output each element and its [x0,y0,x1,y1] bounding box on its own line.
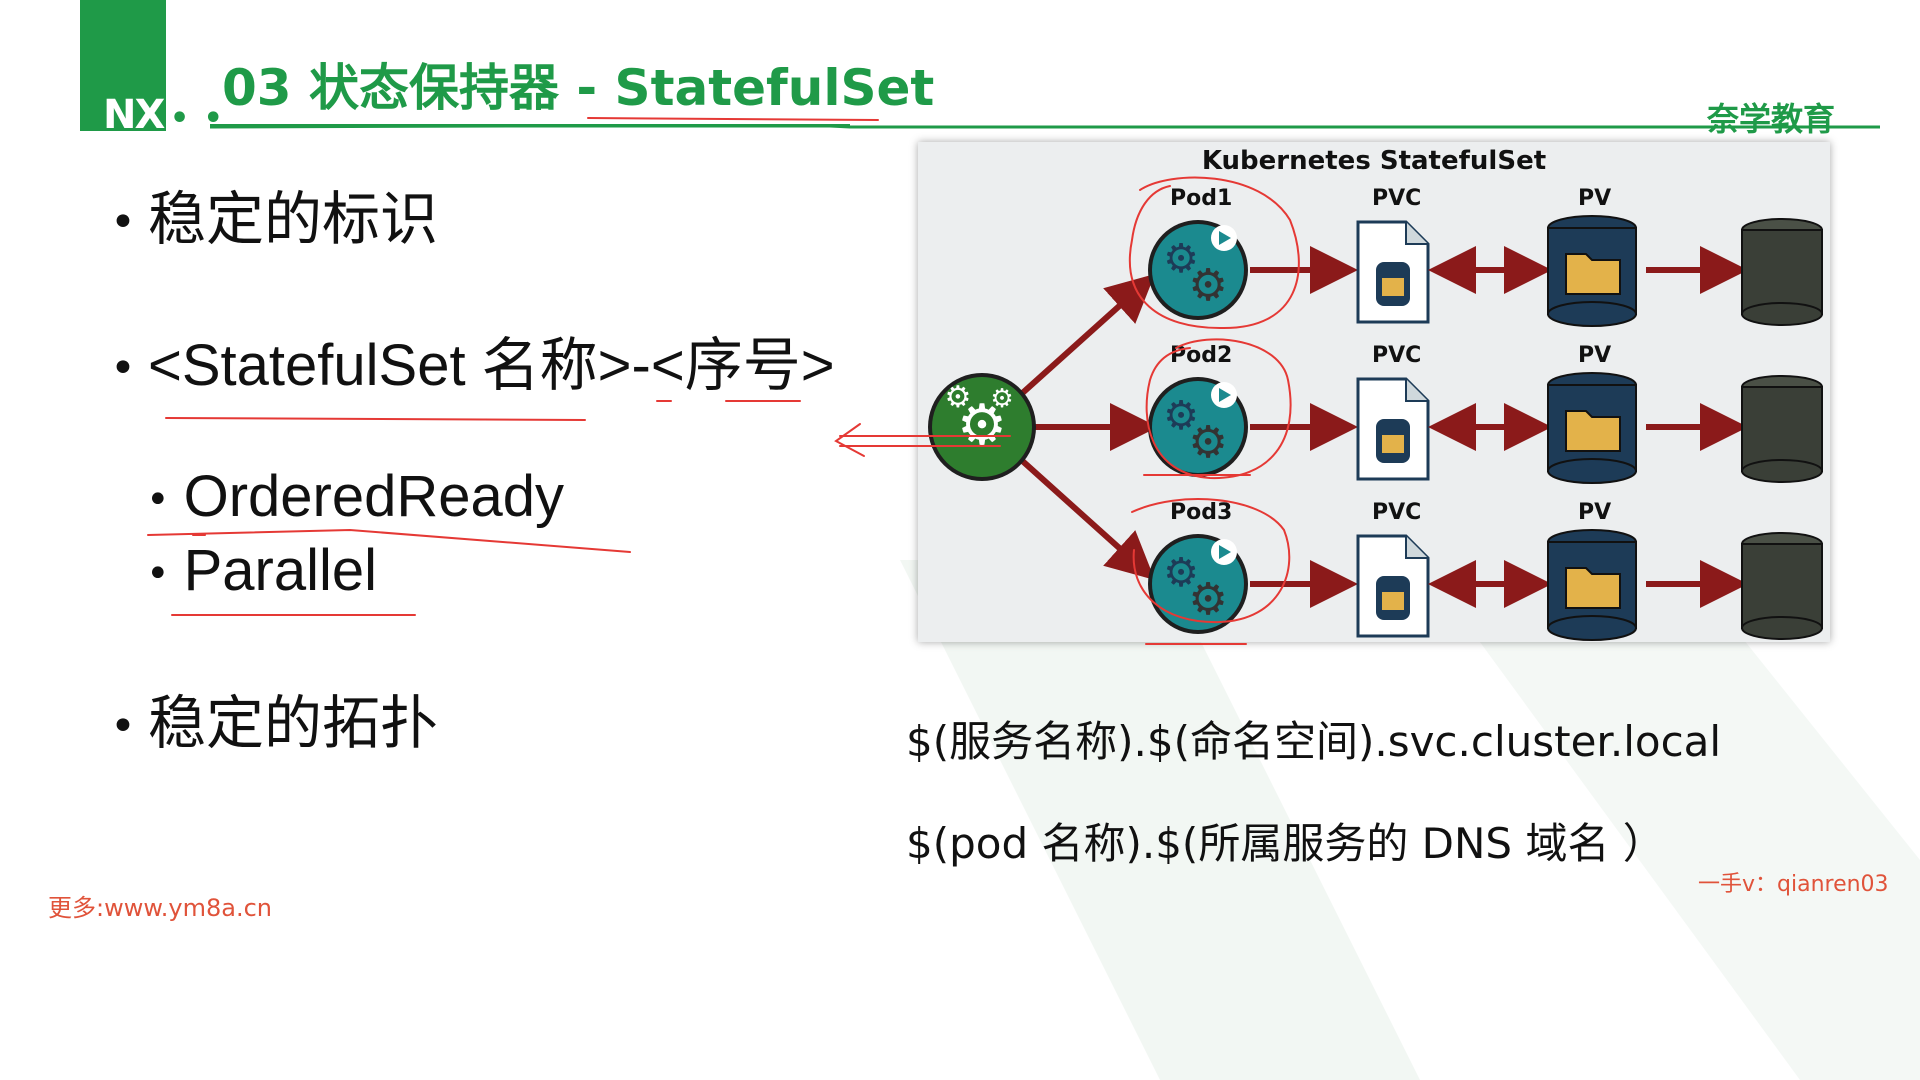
brand-name: 奈学教育 [1707,100,1836,138]
pod2-gear2-icon: ⚙ [1188,417,1227,468]
sub-bullet-orderedready-text: OrderedReady [183,464,565,529]
bullet-dot: • [146,476,170,523]
logo-block [80,0,166,131]
bullet-dot: • [110,701,136,753]
row-1: ⚙ ⚙ [1148,215,1823,327]
bullet-stable-identity: •稳定的标识 [110,172,438,256]
arrow-controller-pod1 [1015,273,1155,400]
sub-bullet-parallel: • Parallel [146,536,377,604]
header-divider [210,124,1880,129]
bullet-stable-identity-text: 稳定的标识 [147,185,438,253]
pvc2-label: PVC [1372,343,1422,368]
logo-text: NX [103,92,165,138]
disk2-cylinder-icon [1741,386,1823,472]
pv3-label: PV [1578,500,1612,525]
diagram-title: Kubernetes StatefulSet [1201,146,1547,176]
bullet-dot: • [146,550,170,597]
disk3-cylinder-icon [1741,543,1823,629]
footer-website: 更多:www.ym8a.cn [48,894,272,922]
bullet-naming-format: •<StatefulSet 名称>-<序号> [110,318,835,402]
annotation-arrow-head [834,423,865,457]
pod2-label: Pod2 [1170,343,1233,368]
sub-bullet-parallel-text: Parallel [183,538,378,603]
bullet-dot: • [110,197,136,249]
controller-gear-small-icon: ⚙ [945,380,972,415]
bullet-dot: • [110,343,136,395]
controller-gear-small2-icon: ⚙ [990,384,1013,414]
pod1-gear2-icon: ⚙ [1188,260,1227,311]
pvc1-label: PVC [1372,186,1422,211]
naming-underline [165,417,586,421]
pod1-label: Pod1 [1170,186,1233,211]
dns-pod-format: $(pod 名称).$(所属服务的 DNS 域名 ） [906,819,1665,868]
diagram-graphics: ⚙ ⚙ ⚙ ⚙ ⚙ ⚙ [928,215,1823,641]
controller-node [932,377,1032,477]
dns-service-format: $(服务名称).$(命名空间).svc.cluster.local [906,717,1722,766]
pvc3-label: PVC [1372,500,1422,525]
row-2: ⚙ ⚙ [1148,372,1823,484]
pv2-label: PV [1578,343,1612,368]
statefulset-diagram: Kubernetes StatefulSet ⚙ ⚙ ⚙ ⚙ ⚙ [918,142,1830,642]
page-title: 03 状态保持器 - StatefulSet [222,59,935,117]
sub-bullet-orderedready: • OrderedReady [146,462,564,530]
arrow-controller-pod3 [1015,454,1155,581]
bullet-stable-topology: •稳定的拓扑 [110,676,438,760]
disk1-cylinder-icon [1741,229,1823,315]
footer-contact: 一手v：qianren03 [1698,872,1889,897]
bullet-naming-format-text: <StatefulSet 名称>-<序号> [147,333,835,398]
row-3: ⚙ ⚙ [1148,529,1823,641]
pod3-gear2-icon: ⚙ [1188,574,1227,625]
pod3-label: Pod3 [1170,500,1233,525]
controller-gear-icon: ⚙ [957,393,1007,458]
pv1-label: PV [1578,186,1612,211]
bullet-stable-topology-text: 稳定的拓扑 [147,689,438,757]
